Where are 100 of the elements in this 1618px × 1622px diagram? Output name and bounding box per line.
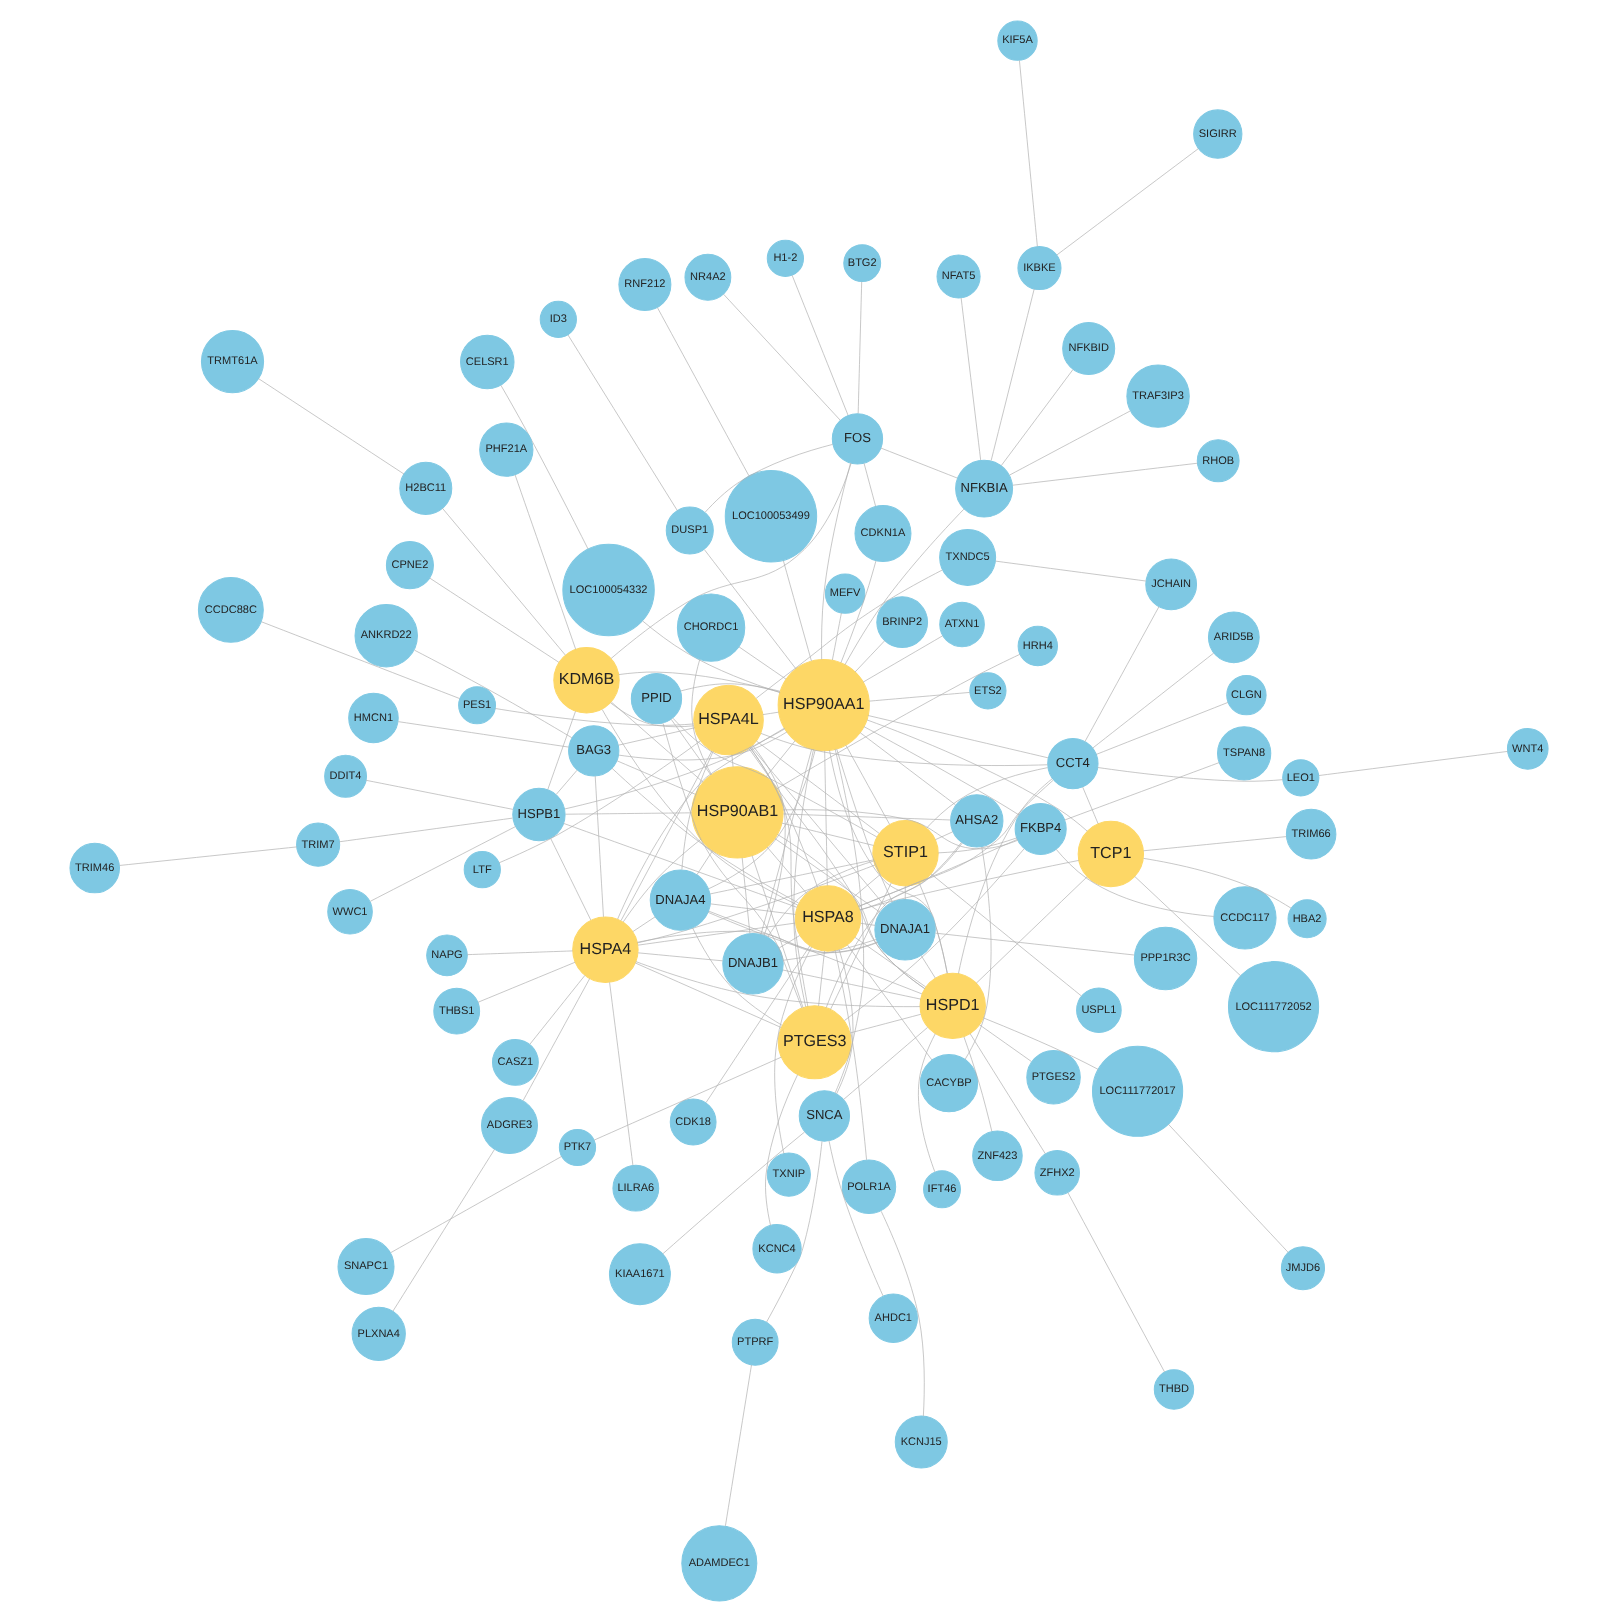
connector — [467, 950, 574, 955]
connector — [854, 640, 886, 673]
connector — [858, 839, 1018, 907]
connector — [829, 749, 948, 974]
connector — [529, 975, 586, 1045]
connector — [365, 780, 514, 810]
connector — [704, 444, 833, 513]
connector — [708, 749, 816, 890]
connector — [834, 748, 864, 1094]
connector — [696, 850, 713, 876]
connector — [635, 962, 782, 1028]
connector — [963, 1036, 993, 1132]
connector — [618, 671, 781, 693]
connector — [555, 769, 578, 795]
connector — [765, 1074, 798, 1226]
connector — [704, 549, 797, 670]
connector — [1318, 751, 1508, 776]
connector — [783, 560, 812, 662]
connector — [766, 846, 807, 894]
connector — [751, 855, 804, 1008]
connector — [748, 748, 926, 989]
connector — [725, 1364, 752, 1527]
connector — [756, 740, 880, 834]
connector — [750, 746, 886, 907]
connector — [760, 733, 1048, 766]
connector — [782, 969, 921, 1000]
connector — [791, 275, 849, 416]
connector — [976, 876, 1088, 984]
connector — [500, 385, 589, 550]
connector — [749, 747, 809, 1007]
connector — [920, 955, 936, 979]
connector — [880, 447, 958, 479]
connector — [691, 659, 712, 776]
connector — [825, 842, 962, 1009]
node-circle: HSPA4L — [693, 684, 764, 756]
connector — [442, 507, 566, 656]
connector — [834, 950, 867, 1161]
connector — [776, 654, 1021, 790]
connector — [1168, 1123, 1289, 1253]
node-circle: KDM6B — [553, 647, 620, 714]
connector — [709, 859, 874, 895]
connector — [601, 709, 799, 906]
connector — [637, 864, 876, 944]
connector — [1019, 60, 1038, 247]
connector — [392, 1149, 495, 1312]
connector — [836, 748, 893, 903]
connector — [705, 945, 811, 1103]
connector — [859, 732, 956, 806]
connector — [1012, 462, 1198, 486]
connector — [979, 1024, 1032, 1062]
connector — [636, 930, 878, 954]
connector — [854, 937, 927, 988]
connector — [514, 474, 577, 650]
connector — [617, 727, 785, 920]
connector — [609, 981, 634, 1166]
connector — [622, 838, 702, 923]
connector — [862, 635, 943, 683]
connector — [657, 307, 750, 477]
connector — [958, 778, 1053, 974]
connector — [760, 748, 812, 935]
connector — [860, 922, 876, 926]
connector — [867, 715, 1049, 759]
connector — [830, 882, 892, 1010]
connector — [477, 961, 576, 1003]
connector — [261, 621, 460, 699]
connector — [723, 293, 841, 421]
connector — [960, 297, 981, 461]
connector — [611, 768, 799, 904]
connector — [767, 860, 875, 938]
connector — [662, 1131, 805, 1255]
connector — [708, 910, 923, 995]
connector — [707, 912, 878, 954]
connector — [866, 719, 1088, 832]
connector — [990, 288, 1035, 461]
connector — [258, 378, 405, 475]
connector — [1097, 767, 1284, 782]
connector — [858, 779, 1054, 907]
connector — [995, 560, 1147, 582]
connector — [390, 1156, 562, 1254]
connector — [859, 842, 963, 911]
connector — [845, 744, 890, 825]
connector — [635, 961, 921, 1007]
connector — [680, 683, 781, 692]
connector — [1064, 762, 1220, 821]
connector — [1143, 836, 1287, 852]
connector — [863, 463, 876, 507]
connector — [832, 612, 842, 661]
connector — [616, 760, 696, 795]
connector — [918, 1033, 936, 1173]
connector — [414, 649, 573, 739]
connector — [1084, 606, 1160, 742]
connector — [781, 822, 874, 846]
connector — [818, 950, 825, 1007]
connector — [1092, 652, 1215, 749]
connector — [610, 462, 852, 659]
node-circle: HSPD1 — [919, 972, 986, 1040]
connector — [852, 874, 881, 898]
connector — [938, 837, 1018, 854]
connector — [547, 710, 576, 790]
connector — [610, 702, 695, 728]
